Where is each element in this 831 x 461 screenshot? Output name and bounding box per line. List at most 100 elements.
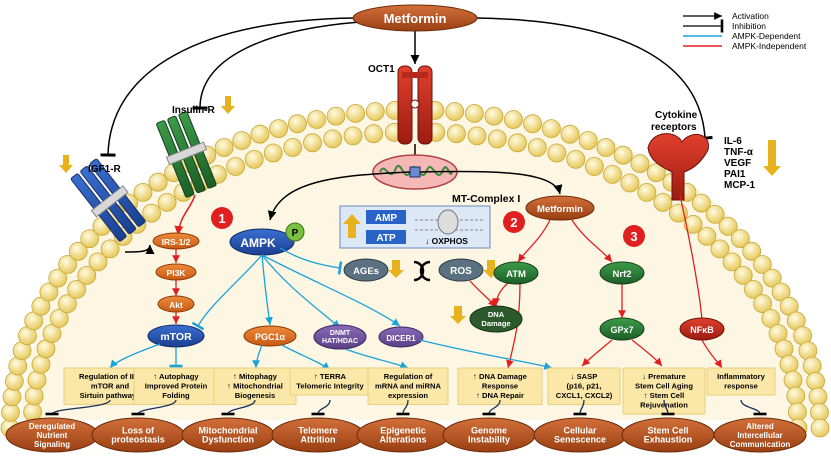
effect-line: ↑ Mitophagy — [233, 372, 278, 381]
svg-text:1: 1 — [218, 211, 225, 226]
dna-damage-down-arrow-icon — [450, 306, 466, 324]
svg-text:Metformin: Metformin — [537, 204, 583, 215]
effect-line: ↓ Premature — [642, 372, 685, 381]
membrane-bead — [148, 172, 168, 192]
svg-text:3: 3 — [630, 229, 637, 244]
svg-text:DNA: DNA — [488, 310, 505, 319]
membrane-bead — [566, 149, 586, 169]
hallmark-label: Communication — [730, 440, 791, 449]
membrane-bead — [722, 252, 742, 272]
igf1r-receptor — [70, 158, 146, 242]
svg-text:HAT/HDAC: HAT/HDAC — [322, 338, 358, 345]
effect-line: ↑ DNA Repair — [476, 391, 524, 400]
cytokine-item: VEGF — [724, 158, 751, 169]
membrane-bead — [487, 129, 507, 149]
metformin-pill: Metformin — [352, 4, 478, 32]
effect-box: ↓ SASP(p16, p21,CXCL1, CXCL2) — [547, 367, 621, 405]
membrane-bead — [560, 124, 580, 144]
pi3k-node: PI3K — [155, 263, 197, 281]
effect-line: (p16, p21, — [566, 382, 601, 391]
ages-down-arrow-icon — [388, 260, 404, 278]
membrane-bead — [100, 239, 120, 259]
badge-2: 2 — [503, 211, 525, 233]
membrane-bead — [80, 229, 100, 249]
membrane-bead — [742, 241, 762, 261]
svg-text:ATM: ATM — [506, 269, 526, 280]
membrane-bead — [710, 239, 730, 259]
membrane-bead — [31, 296, 51, 316]
membrane-bead — [783, 370, 803, 390]
membrane-bead — [58, 255, 77, 274]
svg-text:DICER1: DICER1 — [386, 334, 416, 343]
membrane-bead — [214, 138, 234, 157]
svg-text:Akt: Akt — [169, 300, 183, 310]
membrane-bead — [467, 126, 487, 146]
mitochondrion — [372, 154, 458, 190]
membrane-bead — [58, 294, 77, 314]
membrane-bead — [683, 214, 703, 234]
membrane-bead — [620, 173, 640, 193]
effect-line: ↑ DNA Damage — [473, 372, 527, 381]
igf1r-label: IGF1-R — [88, 164, 122, 175]
membrane-bead — [613, 145, 633, 165]
membrane-bead — [226, 157, 246, 176]
membrane-bead — [244, 149, 264, 169]
mt-complex-box: AMP ATP ↓ OXPHOS — [339, 205, 491, 249]
membrane-bead — [585, 157, 604, 176]
atm-node: ATM — [493, 261, 539, 285]
svg-text:PI3K: PI3K — [167, 268, 187, 278]
membrane-bead — [637, 182, 657, 202]
hallmark-label: proteostasis — [111, 435, 165, 445]
membrane-bead — [77, 265, 97, 285]
svg-text:2: 2 — [510, 215, 517, 230]
legend-ampk-dependent: AMPK-Dependent — [732, 31, 801, 41]
oct1-transporter — [397, 65, 433, 145]
gpx7-node: GPx7 — [599, 317, 645, 341]
insulinr-down-arrow-icon — [221, 96, 235, 114]
arc-metformin-to-insulinr — [192, 21, 361, 110]
badge-1: 1 — [211, 207, 233, 229]
membrane-bead — [42, 324, 62, 343]
effect-line: Sirtuin pathways — [80, 391, 141, 400]
membrane-bead — [346, 104, 366, 123]
hallmark-label: Genome — [471, 426, 507, 436]
cytokine-receptors-label-2: receptors — [651, 122, 697, 133]
effect-line: Response — [482, 382, 518, 391]
svg-text:mTOR: mTOR — [160, 331, 192, 343]
membrane-bead — [603, 164, 622, 184]
membrane-bead — [542, 119, 561, 139]
membrane-bead — [27, 370, 47, 390]
effect-line: ↑ TERRA — [314, 372, 347, 381]
membrane-bead — [788, 402, 807, 422]
membrane-bead — [779, 354, 799, 374]
svg-text:PGC1α: PGC1α — [255, 332, 286, 342]
effect-hallmark-link — [131, 399, 177, 416]
svg-text:GPx7: GPx7 — [610, 325, 633, 335]
arrow-insulinr-to-irs — [174, 194, 196, 236]
ages-node: AGEs — [343, 258, 389, 282]
membrane-bead — [133, 182, 153, 202]
effect-line: Biogenesis — [235, 391, 276, 400]
hallmark-label: Senescence — [554, 435, 606, 445]
metformin-label: Metformin — [384, 11, 447, 26]
hallmark-label: Intercellular — [737, 431, 782, 440]
membrane-bead — [730, 229, 750, 249]
membrane-bead — [49, 308, 69, 328]
membrane-bead — [705, 204, 725, 224]
membrane-bead — [508, 133, 527, 153]
hallmark-label: Attrition — [301, 435, 336, 445]
membrane-bead — [692, 193, 711, 213]
svg-text:Damage: Damage — [481, 319, 510, 328]
membrane-bead — [326, 106, 346, 126]
svg-text:DNMT: DNMT — [330, 330, 351, 337]
membrane-bead — [1, 402, 20, 422]
effect-line: Improved Protein — [145, 382, 208, 391]
membrane-bead — [68, 241, 88, 261]
membrane-bead — [446, 124, 466, 144]
hallmark-label: Dysfunction — [202, 435, 254, 445]
ros-node: ROS — [438, 258, 484, 282]
